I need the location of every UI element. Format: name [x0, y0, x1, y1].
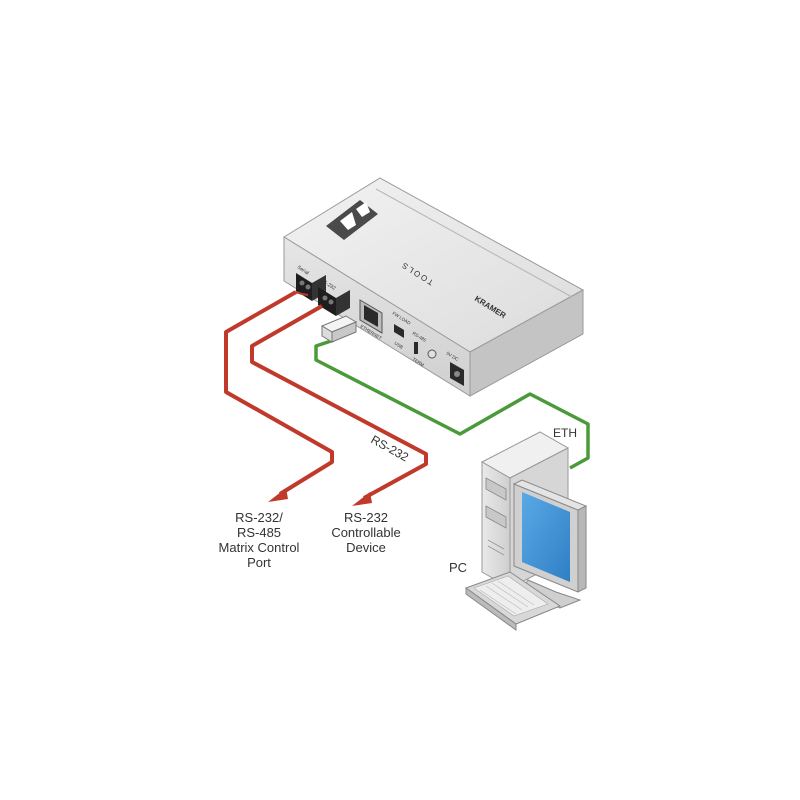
dc-label: 5V DC: [445, 351, 460, 363]
controllable-device-label-line-1: RS-232: [343, 510, 389, 525]
device-side-face: [469, 289, 584, 397]
matrix-port-label-line-2: RS-485: [236, 525, 282, 540]
rs232-terminal-block[interactable]: [318, 287, 350, 316]
rs232-cable-label: RS-232: [369, 432, 412, 464]
matrix-port-label-line-1: RS-232/: [235, 510, 283, 525]
ethernet-port[interactable]: [359, 299, 383, 334]
controllable-device-label: RS-232 Controllable Device: [316, 510, 416, 555]
controllable-device-arrowhead: [352, 492, 372, 506]
pc-monitor: [512, 479, 588, 609]
controllable-device-label-line-2: Controllable: [331, 525, 401, 540]
matrix-port-arrowhead: [268, 488, 288, 502]
pc-keyboard: [464, 571, 562, 631]
term-label: TERM: [411, 357, 425, 368]
matrix-port-label: RS-232/ RS-485 Matrix Control Port: [196, 510, 322, 570]
kramer-logo: [326, 200, 378, 240]
reset-button[interactable]: [427, 349, 437, 359]
pc-computer: [464, 431, 588, 631]
serial-port-label: Serial: [296, 265, 310, 277]
pc-label: PC: [448, 560, 468, 575]
eth-cable-label: ETH: [553, 426, 577, 440]
controllable-device-label-line-3: Device: [346, 540, 386, 555]
matrix-port-label-line-3: Matrix Control: [218, 540, 300, 555]
rs232-matrix-cable: [224, 290, 334, 496]
rj45-connector: [320, 315, 358, 343]
rs232-controllable-cable: [250, 304, 428, 500]
usb-port[interactable]: [394, 324, 404, 338]
matrix-port-label-line-4: Port: [247, 555, 271, 570]
term-switch[interactable]: [414, 342, 418, 354]
kramer-device: KRAMER TOOLS Serial RS-232 ETHERNET FW L…: [283, 177, 585, 397]
usb-port-label: USB: [393, 341, 404, 350]
dc-power-jack[interactable]: [450, 362, 464, 386]
ethernet-cable: [314, 315, 590, 470]
